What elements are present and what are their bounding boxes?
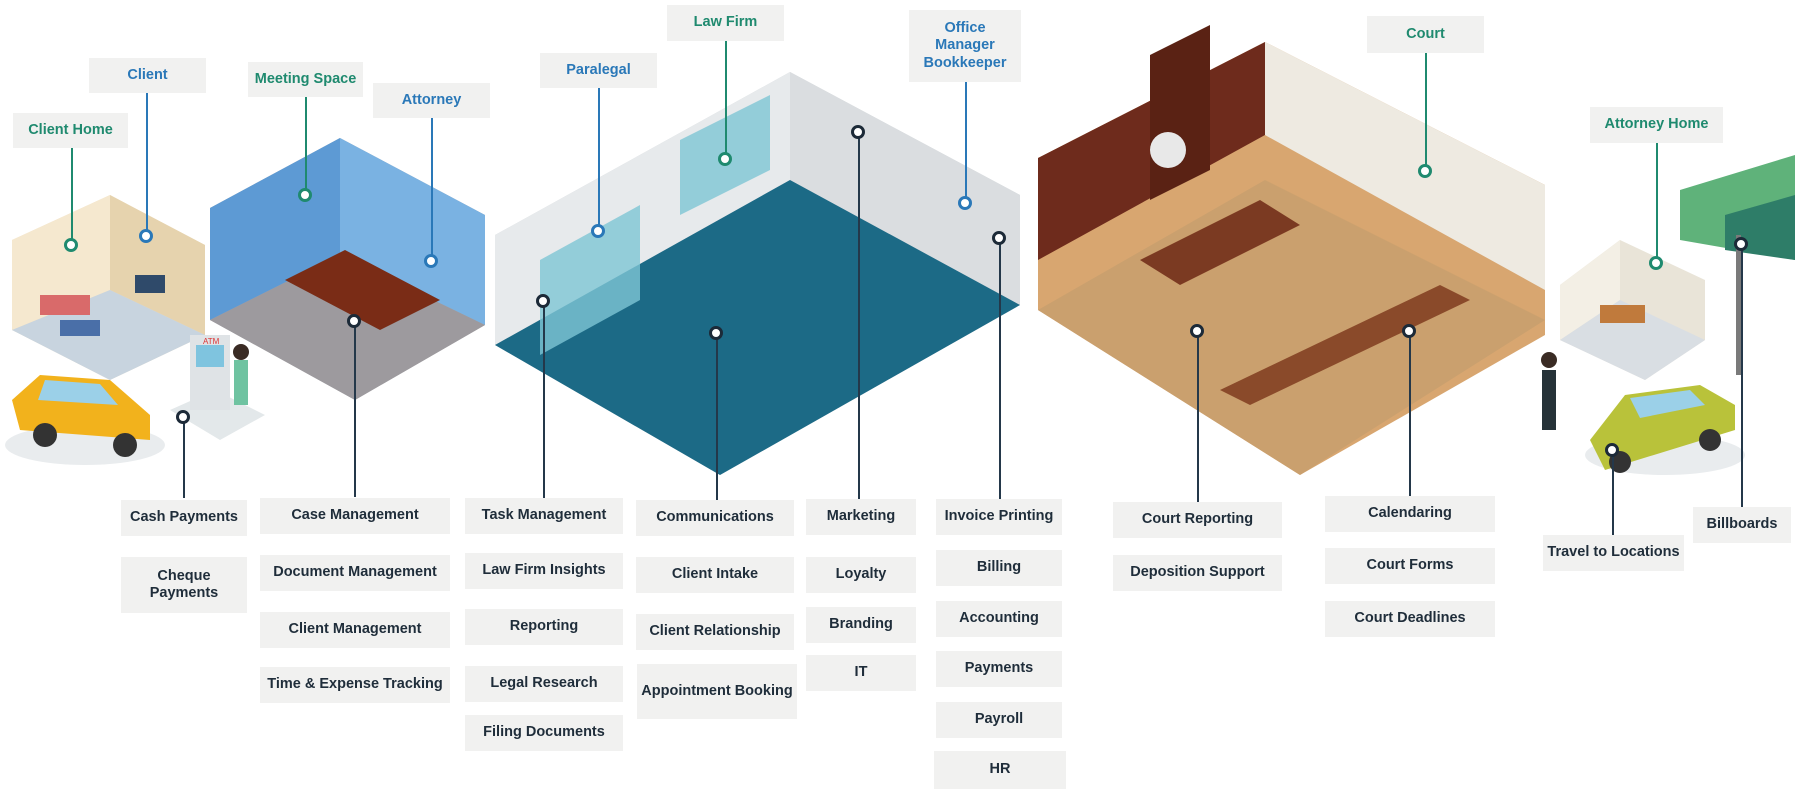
connector-meeting-space [305,97,307,193]
label-case-management: Case Management [260,498,450,534]
pin-client-home [64,238,78,252]
pin-billboards [1734,237,1748,251]
label-court-reporting: Court Reporting [1113,502,1282,538]
label-travel-to-locations: Travel to Locations [1543,535,1684,571]
label-client-intake: Client Intake [636,557,794,593]
connector-court [1425,53,1427,169]
connector-law-firm [725,41,727,157]
label-court-forms: Court Forms [1325,548,1495,584]
label-it: IT [806,655,916,691]
label-law-firm-insights: Law Firm Insights [465,553,623,589]
label-hr: HR [934,751,1066,789]
label-filing-documents: Filing Documents [465,715,623,751]
connector-billboards [1741,245,1743,507]
label-client-relationship: Client Relationship [636,614,794,650]
pin-law-firm [718,152,732,166]
pin-comms [709,326,723,340]
connector-tasks [543,302,545,498]
connector-finance [999,239,1001,499]
connector-calendaring [1409,332,1411,497]
courtroom-floor [1038,25,1545,475]
connector-client [146,93,148,231]
label-attorney: Attorney [373,83,490,118]
label-invoice-printing: Invoice Printing [936,499,1062,535]
walking-person-illustration [1541,352,1557,430]
connector-marketing [858,133,860,499]
connector-court-reporting [1197,332,1199,502]
pin-court-reporting [1190,324,1204,338]
pin-court [1418,164,1432,178]
label-communications: Communications [636,500,794,536]
connector-office-manager [965,82,967,201]
label-client-management: Client Management [260,612,450,648]
label-time-expense-tracking: Time & Expense Tracking [260,667,450,703]
label-task-management: Task Management [465,498,623,534]
atm-illustration: ATM [170,335,265,440]
client-home-room [12,195,205,380]
connector-payments [183,418,185,498]
pin-travel [1605,443,1619,457]
label-client-home: Client Home [13,113,128,148]
label-legal-research: Legal Research [465,666,623,702]
connector-paralegal [598,88,600,226]
label-branding: Branding [806,607,916,643]
label-paralegal: Paralegal [540,53,657,88]
connector-attorney [431,118,433,258]
label-office-manager-bookkeeper: Office Manager Bookkeeper [909,10,1021,82]
pin-finance [992,231,1006,245]
attorney-home-room [1560,240,1705,380]
taxi-illustration [5,375,165,465]
connector-comms [716,334,718,500]
pin-meeting-space [298,188,312,202]
pin-attorney [424,254,438,268]
connector-attorney-home [1656,143,1658,261]
pin-paralegal [591,224,605,238]
label-billboards: Billboards [1693,507,1791,543]
pin-calendaring [1402,324,1416,338]
connector-case [354,322,356,497]
label-deposition-support: Deposition Support [1113,555,1282,591]
label-payroll: Payroll [936,702,1062,738]
label-client: Client [89,58,206,93]
pin-marketing [851,125,865,139]
pin-case [347,314,361,328]
meeting-room [210,138,485,400]
label-accounting: Accounting [936,601,1062,637]
label-court: Court [1367,16,1484,53]
pin-attorney-home [1649,256,1663,270]
connector-client-home [71,148,73,240]
pin-office-manager [958,196,972,210]
label-court-deadlines: Court Deadlines [1325,601,1495,637]
connector-travel [1612,451,1614,536]
label-payments: Payments [936,651,1062,687]
label-meeting-space: Meeting Space [248,62,363,97]
pin-client [139,229,153,243]
atm-screen-text: ATM [203,337,220,346]
car-illustration [1585,385,1745,475]
label-marketing: Marketing [806,499,916,535]
law-office-floor [495,72,1020,475]
label-loyalty: Loyalty [806,557,916,593]
label-attorney-home: Attorney Home [1590,107,1723,143]
label-billing: Billing [936,550,1062,586]
label-appointment-booking: Appointment Booking [637,664,797,719]
label-document-management: Document Management [260,555,450,591]
label-calendaring: Calendaring [1325,496,1495,532]
label-law-firm: Law Firm [667,5,784,41]
label-cash-payments: Cash Payments [121,500,247,536]
label-cheque-payments: Cheque Payments [121,557,247,613]
pin-tasks [536,294,550,308]
label-reporting: Reporting [465,609,623,645]
pin-payments [176,410,190,424]
